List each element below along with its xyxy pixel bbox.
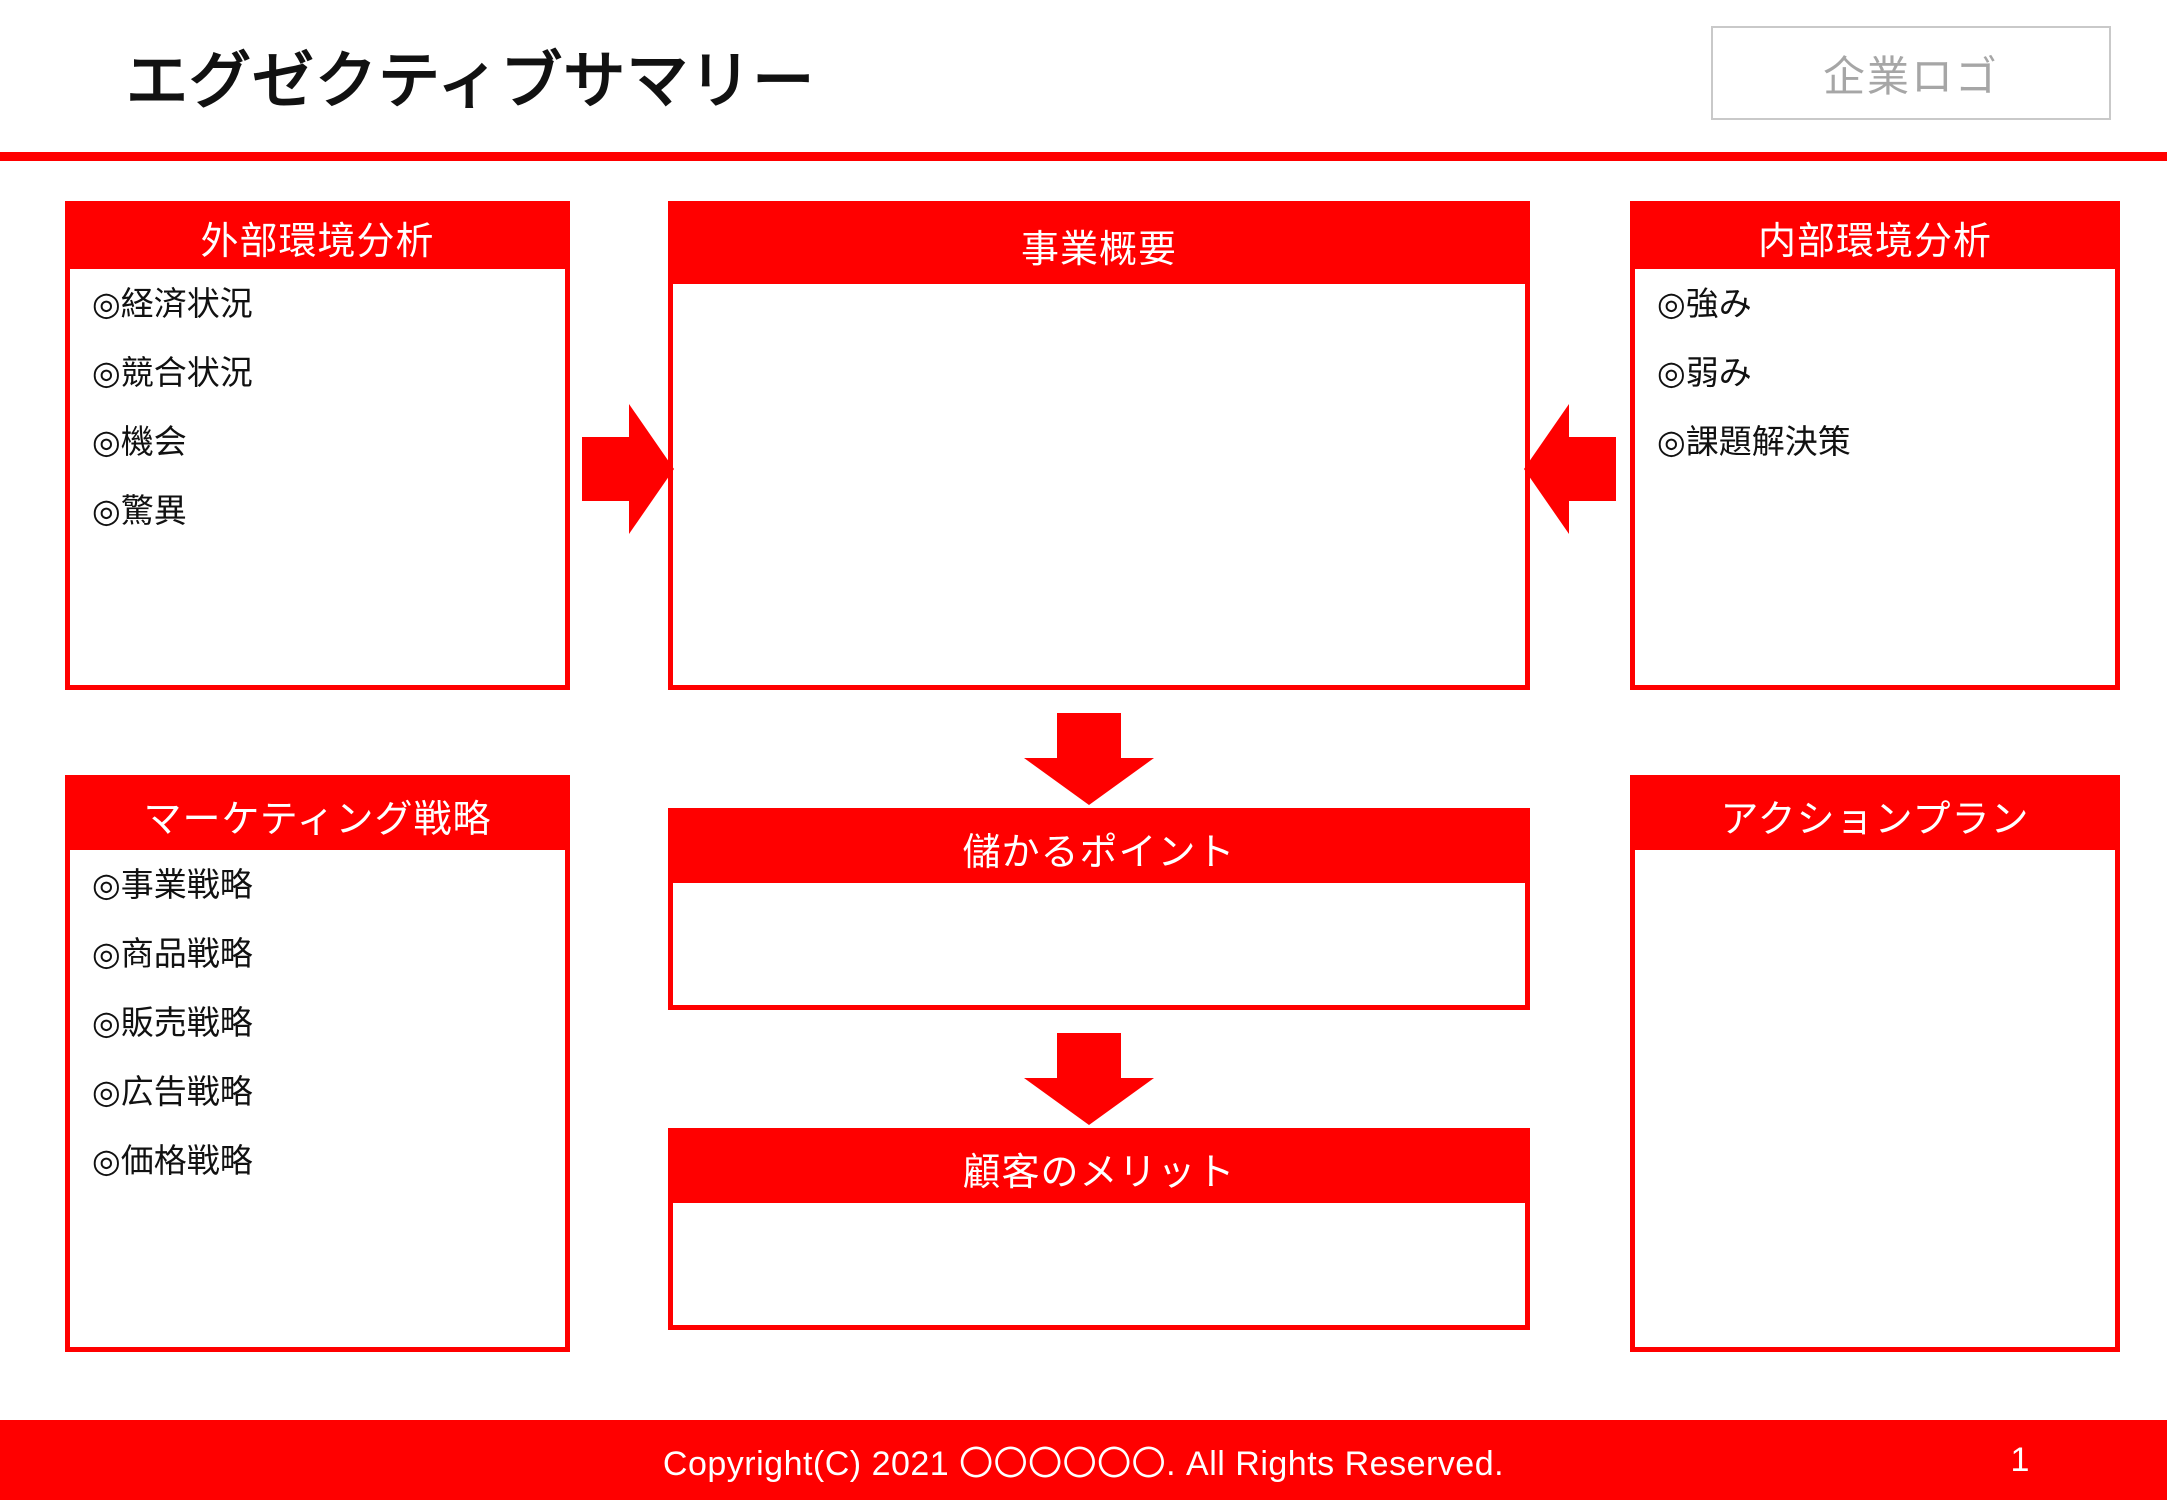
panel-internal-analysis[interactable]: 内部環境分析 ◎強み ◎弱み ◎課題解決策: [1630, 201, 2120, 690]
page-title: エグゼクティブサマリー: [126, 47, 816, 116]
panel-action-plan-header: アクションプラン: [1635, 780, 2115, 850]
panel-action-plan-title: アクションプラン: [1720, 798, 2030, 841]
panel-customer-benefits-header: 顧客のメリット: [673, 1133, 1525, 1203]
panel-internal-analysis-body[interactable]: ◎強み ◎弱み ◎課題解決策: [1635, 269, 2115, 685]
list-item: ◎商品戦略: [92, 935, 253, 972]
panel-profit-points-body[interactable]: [673, 883, 1525, 1005]
panel-customer-benefits[interactable]: 顧客のメリット: [668, 1128, 1530, 1330]
company-logo-label: 企業ロゴ: [1822, 52, 1999, 100]
company-logo-placeholder[interactable]: 企業ロゴ: [1711, 26, 2111, 120]
panel-profit-points-title: 儲かるポイント: [962, 831, 1236, 874]
panel-business-overview[interactable]: 事業概要: [668, 201, 1530, 690]
panel-action-plan-body[interactable]: [1635, 850, 2115, 1347]
panel-customer-benefits-body[interactable]: [673, 1203, 1525, 1325]
list-item: ◎機会: [92, 423, 187, 460]
panel-external-analysis-body[interactable]: ◎経済状況 ◎競合状況 ◎機会 ◎驚異: [70, 269, 565, 685]
arrow-right-icon: [582, 404, 674, 534]
panel-customer-benefits-title: 顧客のメリット: [962, 1151, 1236, 1194]
panel-action-plan[interactable]: アクションプラン: [1630, 775, 2120, 1352]
list-item: ◎事業戦略: [92, 866, 253, 903]
footer-copyright: Copyright(C) 2021 〇〇〇〇〇〇. All Rights Res…: [662, 1444, 1505, 1483]
panel-internal-analysis-title: 内部環境分析: [1757, 221, 1992, 263]
panel-business-overview-header: 事業概要: [673, 206, 1525, 284]
panel-marketing-strategy-title: マーケティング戦略: [143, 798, 492, 841]
arrow-down-icon-1: [1024, 713, 1154, 805]
footer-bar: [0, 1420, 2167, 1500]
list-item: ◎課題解決策: [1657, 423, 1851, 460]
arrow-down-icon-2: [1024, 1033, 1154, 1125]
list-item: ◎強み: [1657, 285, 1752, 322]
panel-marketing-strategy-header: マーケティング戦略: [70, 780, 565, 850]
panel-business-overview-body[interactable]: [673, 284, 1525, 685]
list-item: ◎広告戦略: [92, 1073, 253, 1110]
list-item: ◎驚異: [92, 492, 187, 529]
panel-external-analysis-header: 外部環境分析: [70, 206, 565, 269]
list-item: ◎価格戦略: [92, 1142, 253, 1179]
list-item: ◎販売戦略: [92, 1004, 253, 1041]
list-item: ◎弱み: [1657, 354, 1752, 391]
panel-profit-points[interactable]: 儲かるポイント: [668, 808, 1530, 1010]
panel-marketing-strategy[interactable]: マーケティング戦略 ◎事業戦略 ◎商品戦略 ◎販売戦略 ◎広告戦略 ◎価格戦略: [65, 775, 570, 1352]
panel-external-analysis-title: 外部環境分析: [200, 221, 435, 263]
arrow-left-icon: [1524, 404, 1616, 534]
panel-internal-analysis-header: 内部環境分析: [1635, 206, 2115, 269]
panel-external-analysis[interactable]: 外部環境分析 ◎経済状況 ◎競合状況 ◎機会 ◎驚異: [65, 201, 570, 690]
panel-marketing-strategy-body[interactable]: ◎事業戦略 ◎商品戦略 ◎販売戦略 ◎広告戦略 ◎価格戦略: [70, 850, 565, 1347]
panel-business-overview-title: 事業概要: [1020, 228, 1177, 271]
panel-profit-points-header: 儲かるポイント: [673, 813, 1525, 883]
list-item: ◎経済状況: [92, 285, 253, 322]
header-divider-rule: [0, 152, 2167, 161]
list-item: ◎競合状況: [92, 354, 253, 391]
footer-page-number: 1: [2010, 1440, 2030, 1479]
